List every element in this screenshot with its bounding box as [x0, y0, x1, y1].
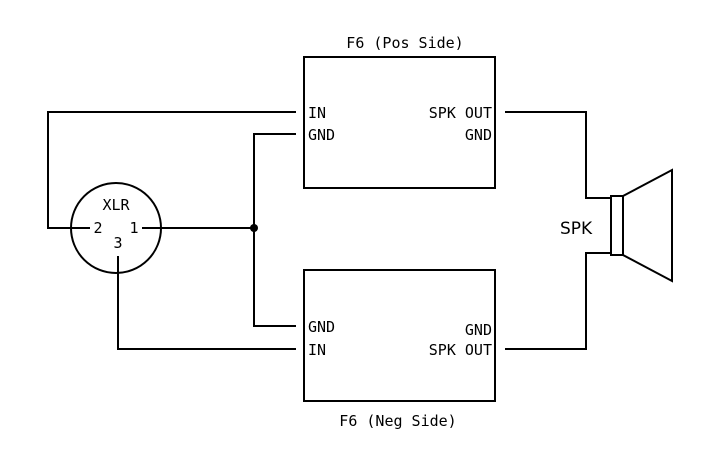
amp-pos-gnd-out-label: GND	[465, 126, 492, 144]
amp-neg-title: F6 (Neg Side)	[339, 412, 456, 430]
amp-neg-spk-out-label: SPK OUT	[429, 341, 492, 359]
wire-pin2-to-pos-in	[47, 111, 296, 229]
amp-pos-in-label: IN	[308, 104, 326, 122]
wire-pos-spk-out	[505, 111, 611, 199]
amp-pos-title: F6 (Pos Side)	[346, 34, 463, 52]
xlr-pin3-label: 3	[113, 234, 122, 252]
amp-pos-spk-out-label: SPK OUT	[429, 104, 492, 122]
wire-pin3-to-neg-in	[117, 256, 296, 350]
speaker-label: SPK	[560, 219, 593, 239]
ground-junction-dot	[250, 224, 258, 232]
wire-ground-bus	[253, 133, 296, 327]
xlr-label: XLR	[102, 196, 130, 214]
wire-neg-spk-out	[505, 252, 611, 350]
amp-pos-gnd-in-label: GND	[308, 126, 335, 144]
xlr-pin1-label: 1	[129, 219, 138, 237]
amp-neg-box	[303, 269, 496, 402]
amp-neg-gnd-out-label: GND	[465, 321, 492, 339]
speaker-icon	[610, 168, 673, 283]
amp-pos-box	[303, 56, 496, 189]
amp-neg-in-label: IN	[308, 341, 326, 359]
amp-neg-gnd-in-label: GND	[308, 318, 335, 336]
xlr-pin2-label: 2	[93, 219, 102, 237]
